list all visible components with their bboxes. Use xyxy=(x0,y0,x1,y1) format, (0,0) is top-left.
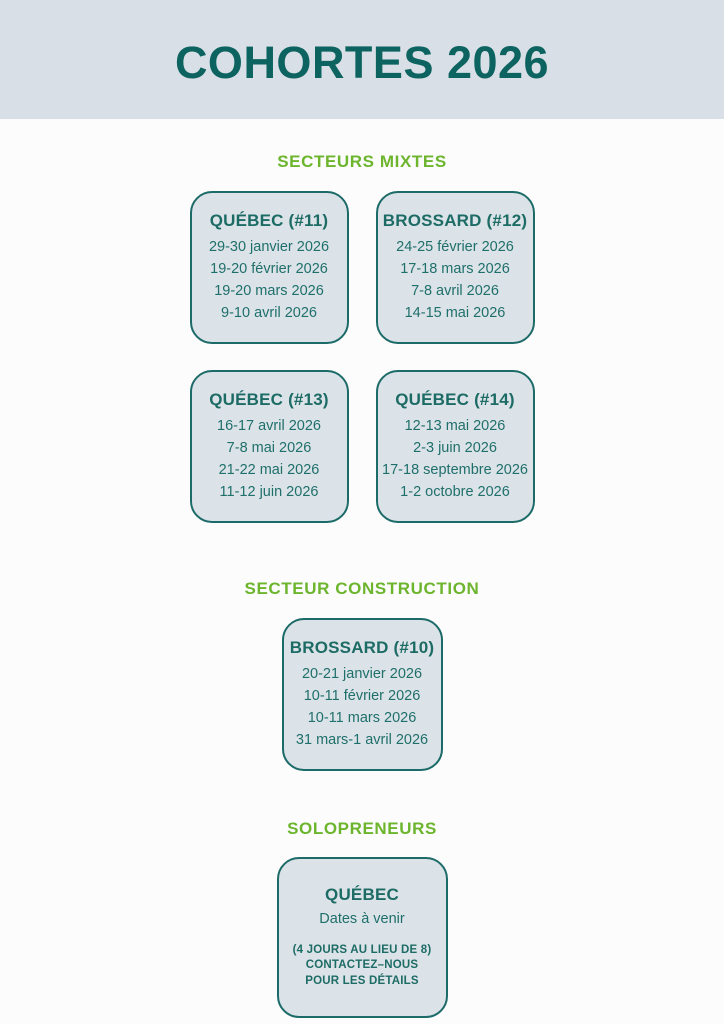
cohort-card-row: QUÉBEC (#13) 16-17 avril 2026 7-8 mai 20… xyxy=(0,370,724,523)
cohort-card-note: (4 JOURS AU LIEU DE 8) xyxy=(292,943,432,956)
cohort-card-brossard-10[interactable]: BROSSARD (#10) 20-21 janvier 2026 10-11 … xyxy=(281,618,443,771)
section-heading-secteurs-mixtes: SECTEURS MIXTES xyxy=(277,152,447,171)
cohort-card-date: 1-2 octobre 2026 xyxy=(400,484,510,501)
cohort-card-date: 9-10 avril 2026 xyxy=(221,305,317,322)
cohort-card-title: BROSSARD (#12) xyxy=(382,210,528,230)
cohort-card-title: QUÉBEC (#14) xyxy=(395,389,515,409)
cohort-card-date: 2-3 juin 2026 xyxy=(413,439,497,456)
cohort-card-date: 14-15 mai 2026 xyxy=(404,305,506,322)
cohort-card-title: QUÉBEC (#11) xyxy=(209,210,329,230)
cohort-card-date: 19-20 mars 2026 xyxy=(214,283,324,299)
cohort-card-date: 19-20 février 2026 xyxy=(210,260,328,277)
cohort-card-title: QUÉBEC (#13) xyxy=(209,389,329,409)
cohort-card-date: 7-8 avril 2026 xyxy=(411,283,499,299)
cohort-card-brossard-12[interactable]: BROSSARD (#12) 24-25 février 2026 17-18 … xyxy=(375,191,535,344)
cohort-card-date: 17-18 septembre 2026 xyxy=(382,462,528,478)
cohort-card-date: 11-12 juin 2026 xyxy=(219,484,319,501)
cohort-card-row: QUÉBEC (#11) 29-30 janvier 2026 19-20 fé… xyxy=(0,191,724,344)
cohort-card-date: 16-17 avril 2026 xyxy=(217,417,321,434)
cohort-card-quebec-11[interactable]: QUÉBEC (#11) 29-30 janvier 2026 19-20 fé… xyxy=(189,191,349,344)
cohort-card-date: 17-18 mars 2026 xyxy=(400,260,510,277)
cohort-card-date: 10-11 février 2026 xyxy=(303,687,421,704)
cohort-card-title: BROSSARD (#10) xyxy=(289,637,435,657)
cohort-card-date: 10-11 mars 2026 xyxy=(307,710,417,726)
cohort-card-quebec-14[interactable]: QUÉBEC (#14) 12-13 mai 2026 2-3 juin 202… xyxy=(375,370,535,523)
section-heading-secteur-construction: SECTEUR CONSTRUCTION xyxy=(244,579,480,598)
cohort-card-date: 20-21 janvier 2026 xyxy=(301,665,423,682)
page-title: COHORTES 2026 xyxy=(174,37,550,88)
cohort-card-solopreneurs-quebec[interactable]: QUÉBEC Dates à venir (4 JOURS AU LIEU DE… xyxy=(276,857,448,1018)
cohort-card-date: 24-25 février 2026 xyxy=(396,238,514,255)
cohort-card-date: 29-30 janvier 2026 xyxy=(208,238,330,255)
page-header-band: COHORTES 2026 xyxy=(0,0,724,119)
cohort-card-row: BROSSARD (#10) 20-21 janvier 2026 10-11 … xyxy=(0,618,724,771)
cohort-card-note: POUR LES DÉTAILS xyxy=(305,975,419,988)
cohort-card-quebec-13[interactable]: QUÉBEC (#13) 16-17 avril 2026 7-8 mai 20… xyxy=(189,370,349,523)
cohort-card-date: 12-13 mai 2026 xyxy=(404,417,506,434)
cohort-card-title: QUÉBEC xyxy=(325,884,399,904)
cohort-card-date: 31 mars-1 avril 2026 xyxy=(295,732,429,749)
cohort-card-note: CONTACTEZ–NOUS xyxy=(305,959,419,972)
cohort-card-row: QUÉBEC Dates à venir (4 JOURS AU LIEU DE… xyxy=(0,857,724,1018)
cohort-card-date: 7-8 mai 2026 xyxy=(226,439,312,456)
section-heading-solopreneurs: SOLOPRENEURS xyxy=(287,819,437,838)
cohort-card-date: 21-22 mai 2026 xyxy=(218,462,320,478)
cohort-card-subtitle: Dates à venir xyxy=(319,910,405,927)
page-content: SECTEURS MIXTES QUÉBEC (#11) 29-30 janvi… xyxy=(0,119,724,1018)
